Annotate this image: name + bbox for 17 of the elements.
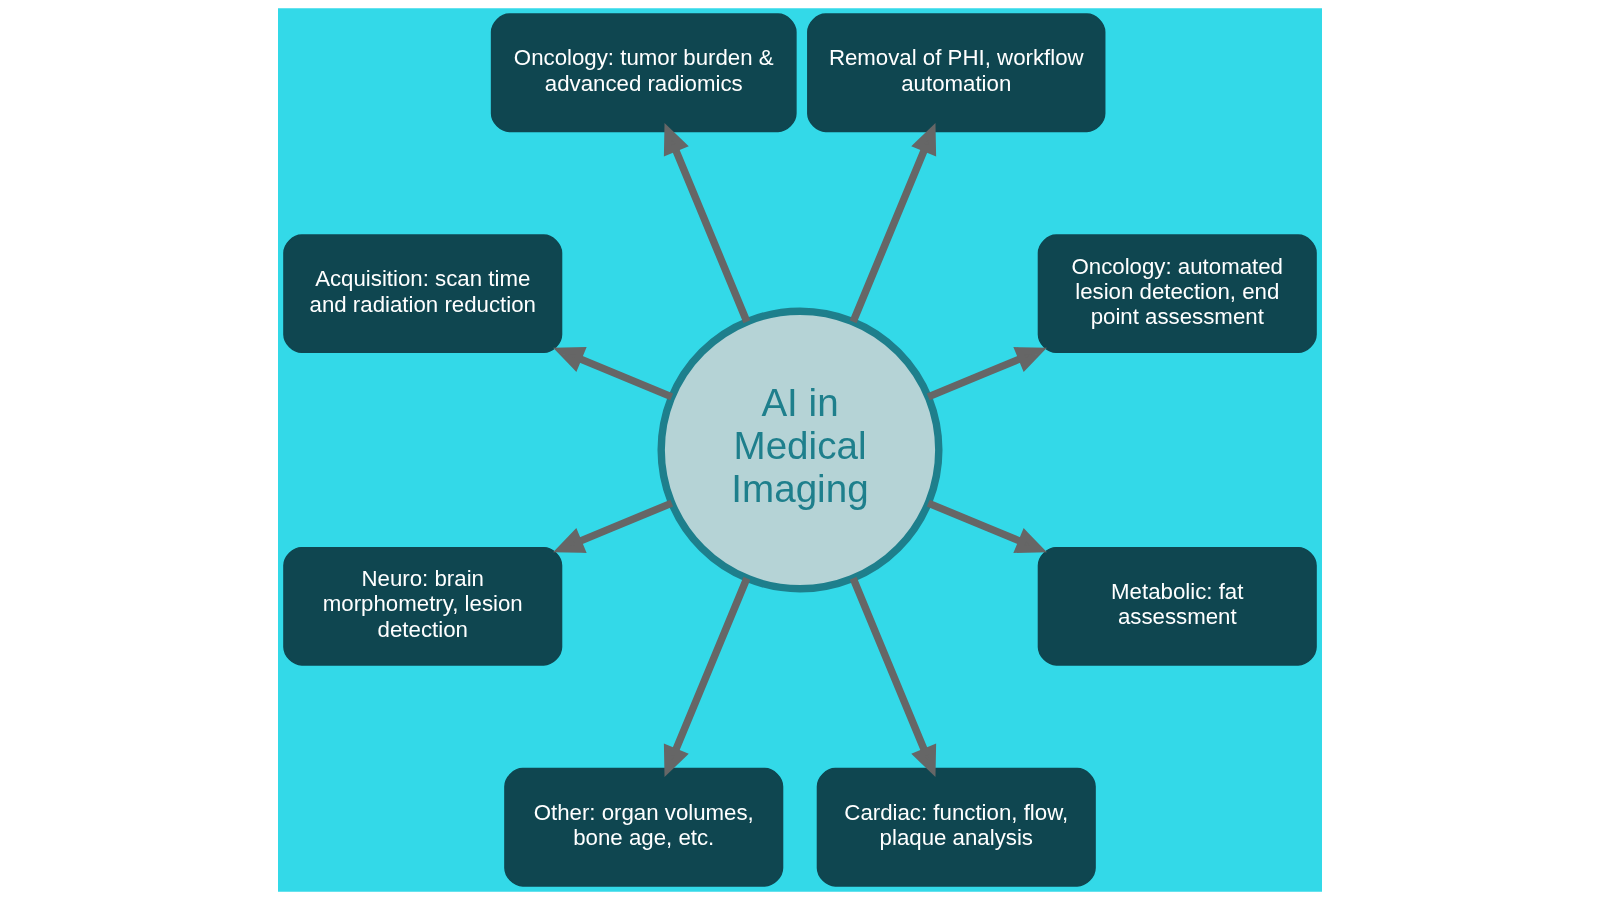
node-box: Oncology: tumor burden & advanced radiomics [490,13,797,133]
node-box: Removal of PHI, workflow automation [807,13,1106,133]
arrow [849,122,937,324]
arrow [553,499,674,553]
arrow [926,347,1047,401]
arrow [553,347,674,401]
arrow [849,576,937,778]
arrow [663,122,751,324]
node-box: Acquisition: scan time and radiation reduction [283,234,563,354]
node-box: Neuro: brain morphometry, lesion detection [283,546,563,666]
node-box: Cardiac: function, flow, plaque analysis [816,767,1096,887]
node-box: Oncology: automated lesion detection, end point assessment [1037,234,1317,354]
arrow [926,499,1047,553]
node-circle: AI in Medical Imaging [657,307,943,593]
node-box: Metabolic: fat assessment [1037,546,1317,666]
arrow [663,576,751,778]
node-box: Other: organ volumes, bone age, etc. [504,767,784,887]
